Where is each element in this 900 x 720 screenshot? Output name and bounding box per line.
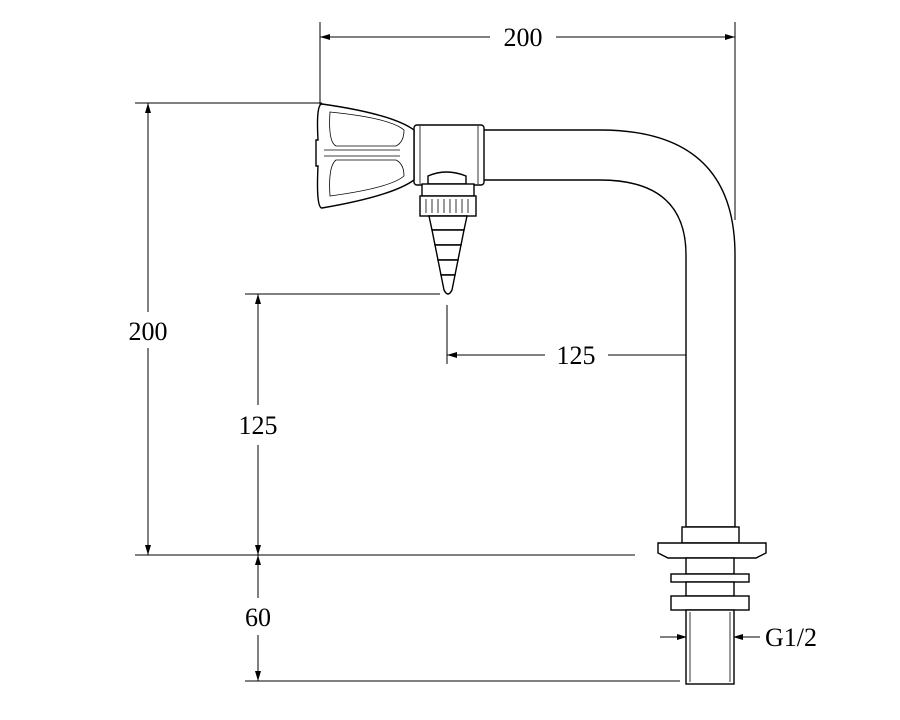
base-mount xyxy=(657,526,767,685)
label-shank-length: 60 xyxy=(245,603,271,632)
label-thread: G1/2 xyxy=(765,623,817,652)
label-reach: 125 xyxy=(557,341,596,370)
handle-knob xyxy=(315,103,415,209)
dimension-top-width xyxy=(319,22,736,220)
dimension-shank-length xyxy=(245,555,680,682)
dimension-spout-height xyxy=(245,293,440,555)
label-total-height: 200 xyxy=(129,317,168,346)
hose-connector xyxy=(419,171,477,295)
label-top-width: 200 xyxy=(504,23,543,52)
dimension-total-height xyxy=(135,102,322,555)
spout-pipe xyxy=(477,129,736,528)
label-spout-height: 125 xyxy=(239,411,278,440)
